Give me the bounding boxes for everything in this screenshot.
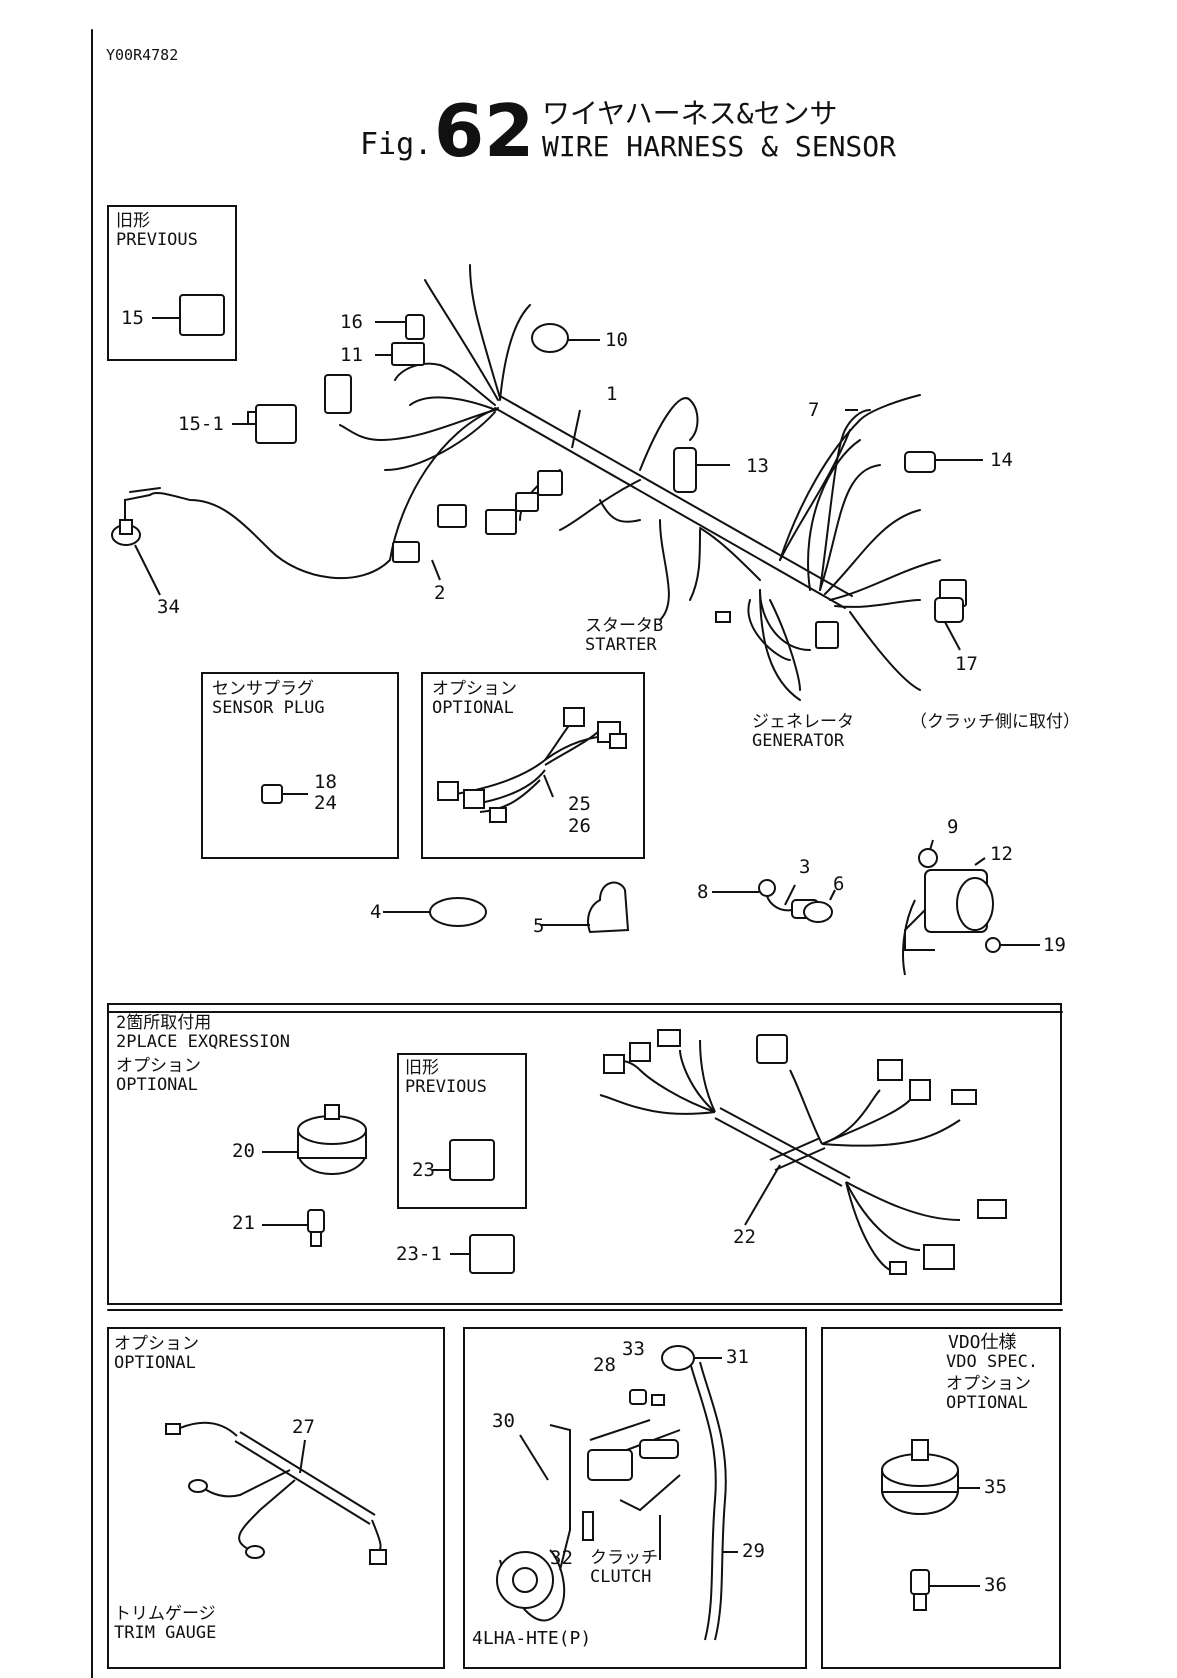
callout-24: 24 [314, 792, 337, 814]
caption-model: 4LHA-HTE(P) [472, 1628, 592, 1649]
callout-27: 27 [292, 1416, 315, 1438]
callout-2: 2 [434, 582, 446, 604]
caption-trim-gauge-jp: トリムゲージ [114, 1604, 216, 1624]
callout-14: 14 [990, 449, 1013, 471]
callout-8: 8 [697, 881, 709, 903]
caption-two-place-optional-jp: オプション [116, 1056, 201, 1076]
callout-35: 35 [984, 1476, 1007, 1498]
callout-11: 11 [340, 344, 363, 366]
callout-36: 36 [984, 1574, 1007, 1596]
figure-prefix: Fig. [360, 127, 433, 162]
caption-sensor-plug-en: SENSOR PLUG [212, 698, 325, 718]
callout-15: 15 [121, 307, 144, 329]
caption-clutch-jp: クラッチ [590, 1548, 658, 1568]
callout-33: 33 [622, 1338, 645, 1360]
caption-starter-jp: スタータB [585, 616, 664, 636]
caption-previous-en: PREVIOUS [116, 230, 198, 250]
caption-trim-gauge-en: TRIM GAUGE [114, 1623, 217, 1643]
figure-title-jp: ワイヤハーネス&センサ [542, 97, 838, 130]
callout-25: 25 [568, 793, 591, 815]
caption-optional-en: OPTIONAL [432, 698, 514, 718]
callout-16: 16 [340, 311, 363, 333]
callout-22: 22 [733, 1226, 756, 1248]
callout-12: 12 [990, 843, 1013, 865]
caption-optional-jp: オプション [432, 679, 517, 699]
caption-clutch-en: CLUTCH [590, 1567, 652, 1587]
callout-5: 5 [533, 915, 545, 937]
callout-10: 10 [605, 329, 628, 351]
callout-23: 23 [412, 1159, 435, 1181]
callout-21: 21 [232, 1212, 255, 1234]
caption-optional-trim-en: OPTIONAL [114, 1353, 196, 1373]
callout-34: 34 [157, 596, 180, 618]
callout-6: 6 [833, 873, 845, 895]
caption-vdo-jp: VDO仕様 [948, 1332, 1017, 1353]
caption-generator-jp: ジェネレータ [752, 712, 854, 732]
caption-two-place-optional-en: OPTIONAL [116, 1075, 198, 1095]
callout-13: 13 [746, 455, 769, 477]
callout-3: 3 [799, 856, 811, 878]
callout-20: 20 [232, 1140, 255, 1162]
caption-generator-en: GENERATOR [752, 731, 845, 751]
caption-starter-en: STARTER [585, 635, 657, 655]
callout-9: 9 [947, 816, 959, 838]
caption-clutch-side: （クラッチ側に取付） [910, 712, 1080, 732]
main-harness-drawing [124, 264, 941, 701]
figure-title-en: WIRE HARNESS & SENSOR [542, 130, 897, 163]
caption-vdo-optional-en: OPTIONAL [946, 1393, 1028, 1413]
callout-23-1: 23-1 [396, 1243, 442, 1265]
callout-19: 19 [1043, 934, 1066, 956]
document-id: Y00R4782 [106, 46, 179, 64]
figure-number: 62 [434, 89, 535, 173]
callout-15-1: 15-1 [178, 413, 224, 435]
caption-previous-2-en: PREVIOUS [405, 1077, 487, 1097]
caption-vdo-optional-jp: オプション [946, 1374, 1031, 1394]
callout-1: 1 [606, 383, 618, 405]
caption-optional-trim-jp: オプション [114, 1334, 199, 1354]
callout-17: 17 [955, 653, 978, 675]
callout-29: 29 [742, 1540, 765, 1562]
caption-vdo-en: VDO SPEC. [946, 1352, 1039, 1372]
caption-two-place-jp: 2箇所取付用 [116, 1013, 212, 1033]
callout-28: 28 [593, 1354, 616, 1376]
callout-31: 31 [726, 1346, 749, 1368]
callout-7: 7 [808, 399, 820, 421]
callout-18: 18 [314, 771, 337, 793]
caption-previous-jp: 旧形 [116, 211, 150, 231]
caption-two-place-en: 2PLACE EXQRESSION [116, 1032, 290, 1052]
callout-26: 26 [568, 815, 591, 837]
callout-4: 4 [370, 901, 382, 923]
callout-30: 30 [492, 1410, 515, 1432]
callout-32: 32 [550, 1547, 573, 1569]
two-place-drawing [599, 1039, 961, 1271]
caption-previous-2-jp: 旧形 [405, 1058, 439, 1078]
caption-sensor-plug-jp: センサプラグ [212, 679, 314, 699]
